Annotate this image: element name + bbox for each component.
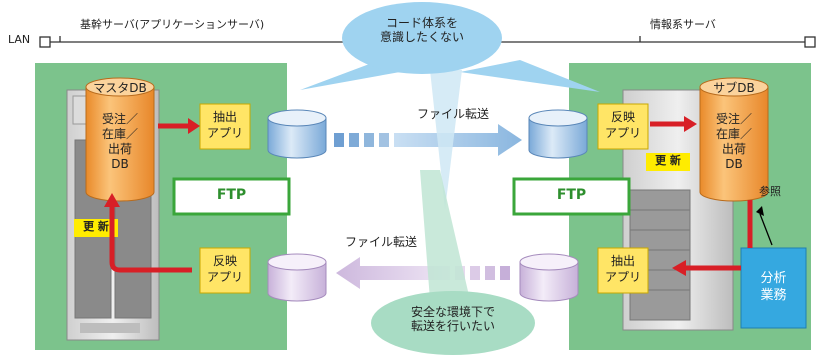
left-reflect-app-label: 反映 アプリ	[200, 253, 250, 285]
left-extract-app-label: 抽出 アプリ	[200, 109, 250, 141]
sub-db-line-3: 出荷	[721, 142, 746, 156]
right-extract-app-box	[597, 247, 649, 294]
master-db-cylinder	[85, 77, 155, 202]
sub-db-title: サブDB	[713, 81, 755, 95]
left-blue-cylinder	[267, 109, 327, 159]
bubble-top-line-1: コード体系を	[385, 16, 458, 30]
ftp-left-box	[172, 177, 291, 216]
left-extract-app-line-1: 抽出	[212, 110, 237, 124]
master-db-body: 受注／ 在庫／ 出荷 DB	[86, 112, 154, 172]
red-arrows	[109, 121, 753, 273]
left-reflect-app-line-1: 反映	[212, 254, 237, 268]
bubble-top-line-2: 意識したくない	[379, 29, 464, 44]
ftp-right-label: FTP	[556, 187, 587, 203]
analysis-label: 分析 業務	[741, 270, 806, 304]
right-extract-app-line-1: 抽出	[610, 254, 635, 268]
red-arrowheads	[104, 116, 697, 276]
right-extract-app-line-2: アプリ	[604, 270, 641, 284]
bubble-bottom	[371, 170, 535, 355]
sub-db-cylinder	[699, 77, 769, 202]
right-reflect-app-line-2: アプリ	[604, 126, 641, 140]
bubble-bottom-line-1: 安全な環境下で	[410, 305, 495, 319]
left-extract-app-line-2: アプリ	[206, 126, 243, 140]
right-reflect-app-box	[597, 103, 649, 150]
ftp-right-box	[512, 177, 631, 216]
lan-label: LAN	[8, 33, 31, 46]
master-db-line-3: 出荷	[107, 142, 132, 156]
update-left-box	[74, 219, 118, 237]
analysis-line-1: 分析	[760, 271, 787, 286]
update-right-label: 更 新	[655, 154, 681, 167]
ftp-left-label: FTP	[216, 187, 247, 203]
left-extract-app-box	[199, 103, 251, 150]
transfer-bottom-label: ファイル転送	[345, 235, 418, 249]
left-pink-cylinder	[267, 253, 327, 302]
update-left-label: 更 新	[83, 220, 109, 233]
master-db-line-4: DB	[111, 157, 129, 171]
bubble-top-text: コード体系を 意識したくない	[362, 16, 482, 45]
right-reflect-app-label: 反映 アプリ	[598, 109, 648, 141]
right-server-label: 情報系サーバ	[650, 18, 716, 31]
master-db-line-2: 在庫／	[101, 127, 138, 141]
sub-db-line-2: 在庫／	[715, 127, 752, 141]
update-right-box	[646, 153, 690, 171]
transfer-top-label: ファイル転送	[417, 107, 490, 121]
reference-label: 参照	[759, 185, 781, 198]
analysis-box	[740, 247, 807, 329]
right-blue-cylinder	[528, 109, 588, 159]
sub-db-body: 受注／ 在庫／ 出荷 DB	[700, 112, 768, 172]
master-db-line-1: 受注／	[101, 112, 138, 126]
sub-db-line-1: 受注／	[715, 112, 752, 126]
left-reflect-app-box	[199, 247, 251, 294]
right-pink-cylinder	[519, 253, 579, 302]
sub-db-line-4: DB	[725, 157, 743, 171]
left-reflect-app-line-2: アプリ	[206, 270, 243, 284]
bubble-top	[300, 2, 600, 210]
bubble-bottom-line-2: 転送を行いたい	[410, 318, 495, 333]
transfer-arrow-left	[336, 257, 510, 289]
master-db-title: マスタDB	[93, 81, 147, 95]
reference-arrow	[756, 206, 773, 246]
right-reflect-app-line-1: 反映	[610, 110, 635, 124]
bubble-bottom-text: 安全な環境下で 転送を行いたい	[393, 305, 513, 334]
left-server-label: 基幹サーバ(アプリケーションサーバ)	[80, 18, 265, 31]
right-extract-app-label: 抽出 アプリ	[598, 253, 648, 285]
analysis-line-2: 業務	[760, 288, 787, 303]
transfer-arrow-right	[334, 124, 522, 156]
